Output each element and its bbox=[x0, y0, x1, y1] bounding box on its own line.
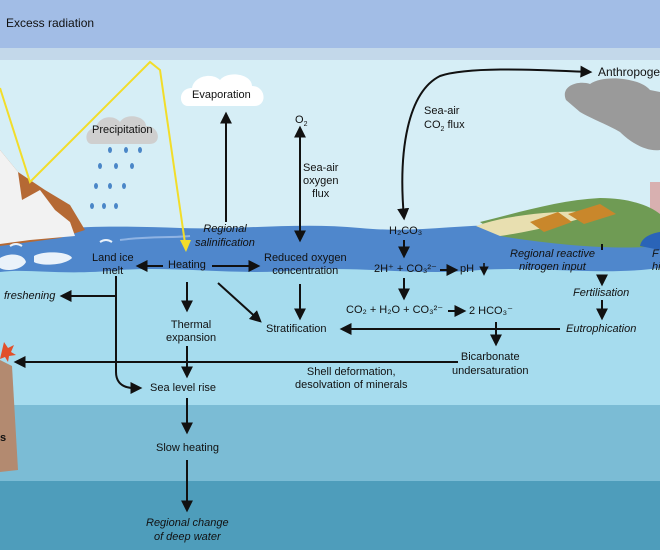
bicarbonate-label: Bicarbonate undersaturation bbox=[452, 350, 528, 378]
sea-level-rise-label: Sea level rise bbox=[150, 382, 217, 394]
thermal-line2: expansion bbox=[166, 332, 217, 344]
arrow-melt-to-sealevel bbox=[115, 276, 143, 394]
chimney bbox=[650, 182, 660, 222]
o2-label: O2 bbox=[295, 114, 308, 129]
thermal-expansion-label: Thermal expansion bbox=[166, 319, 216, 345]
shell-deformation-label: Shell deformation, desolvation of minera… bbox=[295, 366, 408, 392]
thermal-line1: Thermal bbox=[170, 319, 212, 331]
freshening-label: freshening bbox=[4, 290, 56, 302]
ice-floes bbox=[0, 252, 72, 270]
precipitation-cloud bbox=[86, 116, 158, 144]
upper-ocean bbox=[0, 260, 660, 405]
sea-air-oxygen-label: Sea-air oxygen flux bbox=[303, 162, 338, 201]
co2-flux-line1: Sea-air bbox=[424, 105, 460, 117]
sun-ray-head bbox=[180, 240, 191, 252]
air-zone bbox=[0, 48, 660, 60]
carbonate-eq-label: 2H⁺ + CO₃²⁻ bbox=[374, 263, 437, 275]
right-edge-line2: hi bbox=[652, 261, 660, 273]
sun-ray bbox=[0, 60, 187, 251]
volcano-spark bbox=[0, 342, 16, 362]
regional-change-line1: Regional change bbox=[146, 517, 229, 529]
evaporation-cloud bbox=[180, 74, 264, 106]
reduced-oxygen-line1: Reduced oxygen bbox=[264, 252, 347, 264]
regional-nitrogen-label: Regional reactive nitrogen input bbox=[510, 248, 595, 274]
green-land bbox=[480, 198, 660, 248]
ice-melt-line1: Land ice bbox=[92, 252, 134, 264]
regional-change-label: Regional change of deep water bbox=[146, 516, 229, 544]
slow-heating-label: Slow heating bbox=[156, 442, 219, 454]
heating-label: Heating bbox=[168, 259, 206, 271]
raindrops bbox=[90, 147, 142, 209]
right-edge-line1: F bbox=[652, 248, 659, 260]
sea-air-co2-label: Sea-air CO2 flux bbox=[424, 105, 465, 134]
evaporation-label: Evaporation bbox=[192, 89, 251, 101]
ice-ripples bbox=[9, 239, 113, 247]
left-edge-label: s bbox=[0, 432, 7, 444]
right-edge-label: F hi bbox=[652, 248, 660, 274]
deep-ocean bbox=[0, 481, 660, 550]
regional-change-line2: of deep water bbox=[153, 531, 221, 543]
mid-ocean bbox=[0, 405, 660, 481]
hco3-label: 2 HCO₃⁻ bbox=[469, 305, 513, 317]
co2-equation-label: CO₂ + H₂O + CO₃²⁻ bbox=[346, 304, 444, 316]
arrow-heating-to-strat bbox=[217, 282, 262, 323]
stratification-label: Stratification bbox=[266, 323, 327, 335]
co2-flux-line2: CO bbox=[424, 119, 441, 131]
ph-label: pH bbox=[460, 263, 475, 275]
bicarbonate-line2: undersaturation bbox=[452, 365, 529, 377]
shell-line1: Shell deformation, bbox=[306, 366, 396, 378]
oxygen-flux-line3: flux bbox=[312, 188, 330, 200]
shell-line2: desolvation of minerals bbox=[295, 379, 408, 391]
bicarbonate-line1: Bicarbonate bbox=[460, 351, 520, 363]
co2-flux-line3: flux bbox=[447, 119, 465, 131]
precipitation-label: Precipitation bbox=[92, 124, 153, 136]
mountain-snow bbox=[0, 150, 75, 244]
water-tank bbox=[640, 232, 660, 250]
anthropogenic-label: Anthropoge bbox=[598, 65, 660, 79]
volcano bbox=[0, 360, 18, 472]
nitrogen-line1: Regional reactive bbox=[510, 248, 595, 260]
oxygen-flux-line2: oxygen bbox=[303, 175, 339, 187]
salinification-line2: salinification bbox=[195, 237, 255, 249]
o2-text: O bbox=[295, 114, 304, 126]
eutrophication-label: Eutrophication bbox=[566, 323, 637, 335]
sky-band bbox=[0, 0, 660, 48]
arrow-co2-flux bbox=[397, 65, 593, 221]
ice-melt-line2: melt bbox=[102, 265, 124, 277]
oxygen-flux-line1: Sea-air bbox=[303, 162, 339, 174]
salinification-line1: Regional bbox=[203, 223, 247, 235]
h2co3-label: H₂CO₃ bbox=[389, 225, 423, 237]
land-ice-melt-label: Land ice melt bbox=[92, 252, 134, 278]
fertilisation-label: Fertilisation bbox=[573, 287, 630, 299]
reduced-oxygen-label: Reduced oxygen concentration bbox=[264, 252, 347, 278]
excess-radiation-title: Excess radiation bbox=[6, 16, 95, 30]
regional-salinification-label: Regional salinification bbox=[195, 222, 255, 250]
nitrogen-line2: nitrogen input bbox=[519, 261, 586, 273]
reduced-oxygen-line2: concentration bbox=[272, 265, 339, 277]
